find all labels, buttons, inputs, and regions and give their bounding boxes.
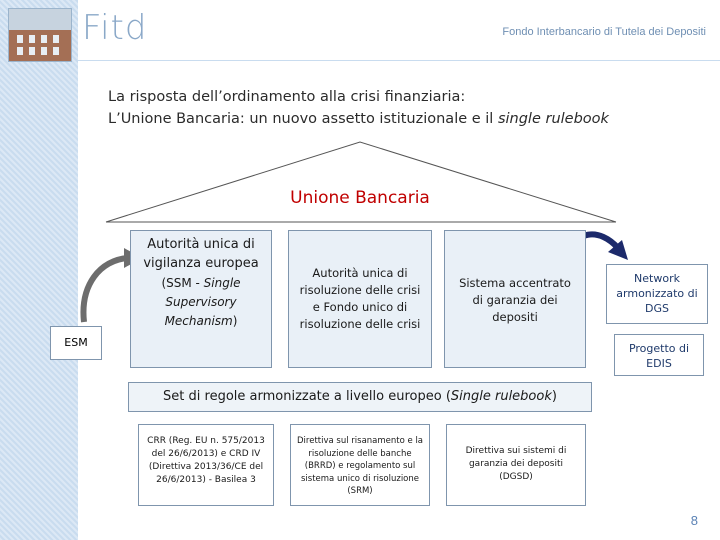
lower-box-dgsd-text: Direttiva sui sistemi di garanzia dei de… bbox=[465, 446, 567, 482]
lower-box-crr-text: CRR (Reg. EU n. 575/2013 del 26/6/2013) … bbox=[147, 436, 265, 485]
pillar-ssm-sub-italic: Single Supervisory Mechanism bbox=[164, 276, 241, 328]
lower-box-dgsd: Direttiva sui sistemi di garanzia dei de… bbox=[446, 424, 586, 506]
ribbon-italic: Single rulebook bbox=[450, 389, 552, 404]
network-dgs-text: Network armonizzato di DGS bbox=[616, 272, 698, 315]
pillar-dgs: Sistema accentrato di garanzia dei depos… bbox=[444, 230, 586, 368]
pillar-dgs-text: Sistema accentrato di garanzia dei depos… bbox=[459, 276, 571, 324]
pillar-srm: Autorità unica di risoluzione delle cris… bbox=[288, 230, 432, 368]
ribbon-prefix: Set di regole armonizzate a livello euro… bbox=[163, 389, 451, 404]
title-line-2-text: L’Unione Bancaria: un nuovo assetto isti… bbox=[108, 111, 498, 127]
pillar-ssm-main: Autorità unica di vigilanza europea bbox=[143, 237, 259, 271]
right-arrow-head bbox=[608, 240, 628, 260]
pillar-ssm: Autorità unica di vigilanza europea (SSM… bbox=[130, 230, 272, 368]
edis-box: Progetto di EDIS bbox=[614, 334, 704, 376]
ribbon-suffix: ) bbox=[551, 389, 557, 404]
lower-box-brrd: Direttiva sul risanamento e la risoluzio… bbox=[290, 424, 430, 506]
organization-name: Fondo Interbancario di Tutela dei Deposi… bbox=[502, 26, 706, 38]
pillar-ssm-sub-prefix: (SSM - bbox=[161, 276, 204, 290]
lower-box-brrd-text: Direttiva sul risanamento e la risoluzio… bbox=[297, 436, 424, 496]
edis-text: Progetto di EDIS bbox=[628, 342, 690, 370]
title-line-2: L’Unione Bancaria: un nuovo assetto isti… bbox=[108, 108, 609, 130]
pillar-ssm-sub: (SSM - Single Supervisory Mechanism) bbox=[131, 274, 271, 331]
esm-box: ESM bbox=[50, 326, 102, 360]
esm-label: ESM bbox=[64, 336, 88, 349]
pillar-srm-text: Autorità unica di risoluzione delle cris… bbox=[299, 266, 421, 331]
roof-line bbox=[105, 141, 617, 223]
title-line-1: La risposta dell’ordinamento alla crisi … bbox=[108, 89, 466, 105]
logo-text: Fitd bbox=[82, 8, 148, 48]
lower-box-crr: CRR (Reg. EU n. 575/2013 del 26/6/2013) … bbox=[138, 424, 274, 506]
left-curved-arrow bbox=[80, 255, 129, 323]
building-logo-image bbox=[8, 8, 72, 62]
decorative-sidebar bbox=[0, 0, 78, 540]
title-line-2-italic: single rulebook bbox=[497, 111, 609, 127]
slide-title: La risposta dell’ordinamento alla crisi … bbox=[108, 86, 609, 130]
header-divider bbox=[78, 60, 720, 61]
network-dgs-box: Network armonizzato di DGS bbox=[606, 264, 708, 324]
single-rulebook-ribbon: Set di regole armonizzate a livello euro… bbox=[128, 382, 592, 412]
banner-title: Unione Bancaria bbox=[290, 188, 430, 208]
pillar-ssm-sub-suffix: ) bbox=[232, 314, 238, 328]
page-number: 8 bbox=[690, 513, 698, 528]
